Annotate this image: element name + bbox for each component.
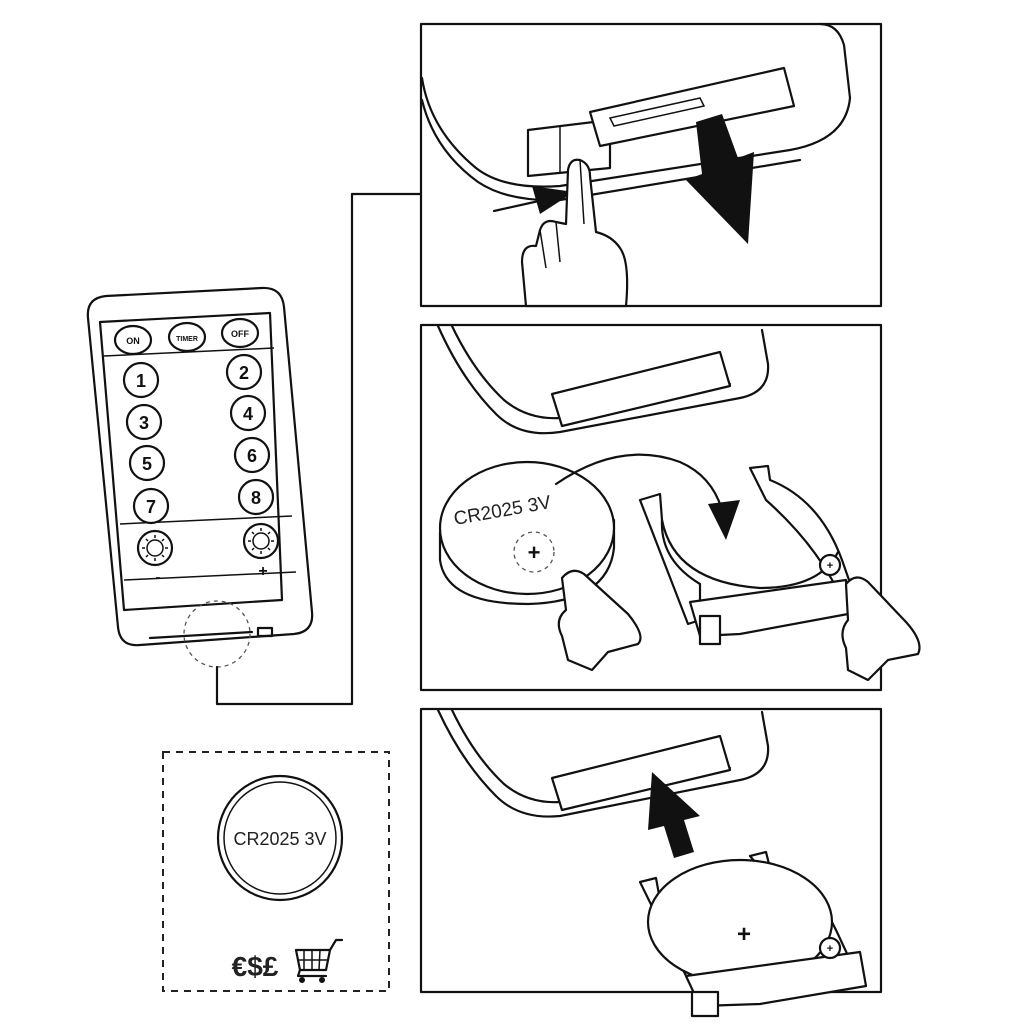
svg-text:+: +: [827, 943, 833, 955]
hand-icon: [557, 569, 642, 672]
timer-button: TIMER: [167, 321, 207, 353]
shopping-cart-icon: [294, 938, 344, 983]
number-button-8: 8: [237, 478, 275, 516]
connector-line: [215, 192, 422, 706]
step-2-panel: CR2025 3V + +: [419, 323, 921, 692]
currency-symbols: €$£: [232, 951, 279, 982]
battery-info-box: CR2025 3V €$£: [162, 751, 390, 992]
svg-text:TIMER: TIMER: [176, 336, 198, 343]
dim-plus-label: +: [258, 563, 267, 580]
arrow-up-icon: [648, 772, 700, 858]
on-button: ON: [113, 324, 153, 356]
dim-minus-label: -: [155, 569, 160, 586]
svg-text:6: 6: [247, 446, 257, 466]
remote-control: ON TIMER OFF 1 2 3 4 5 6 7 8: [86, 286, 314, 668]
svg-text:5: 5: [142, 454, 152, 474]
svg-text:+: +: [827, 560, 833, 572]
battery-holder-loaded: + +: [638, 850, 868, 1018]
number-button-3: 3: [125, 403, 163, 441]
svg-text:3: 3: [139, 413, 149, 433]
arrow-down-icon: [686, 114, 754, 244]
svg-text:1: 1: [136, 371, 146, 391]
svg-text:ON: ON: [126, 336, 140, 346]
svg-text:7: 7: [146, 497, 156, 517]
remote-panel: [98, 311, 284, 612]
svg-text:+: +: [528, 540, 541, 565]
svg-text:2: 2: [239, 363, 249, 383]
battery-holder: +: [638, 464, 858, 646]
hand-icon: [520, 158, 629, 308]
number-button-1: 1: [122, 361, 160, 399]
battery-outline: [216, 774, 344, 902]
number-button-5: 5: [128, 444, 166, 482]
svg-text:OFF: OFF: [231, 329, 249, 339]
battery-cell: CR2025 3V +: [438, 460, 616, 606]
step-3-panel: + +: [419, 707, 883, 1018]
svg-text:+: +: [737, 921, 751, 948]
hand-icon: [841, 576, 921, 682]
battery-type-label: CR2025 3V: [233, 829, 326, 849]
number-button-2: 2: [225, 353, 263, 391]
dim-down-button: [136, 529, 174, 567]
svg-text:8: 8: [251, 488, 261, 508]
dim-up-button: [242, 522, 280, 560]
number-button-7: 7: [132, 487, 170, 525]
curved-arrow-icon: [554, 453, 724, 512]
svg-text:4: 4: [243, 404, 253, 424]
number-button-6: 6: [233, 436, 271, 474]
number-button-4: 4: [229, 394, 267, 432]
off-button: OFF: [220, 317, 260, 349]
step-1-panel: [419, 22, 883, 308]
